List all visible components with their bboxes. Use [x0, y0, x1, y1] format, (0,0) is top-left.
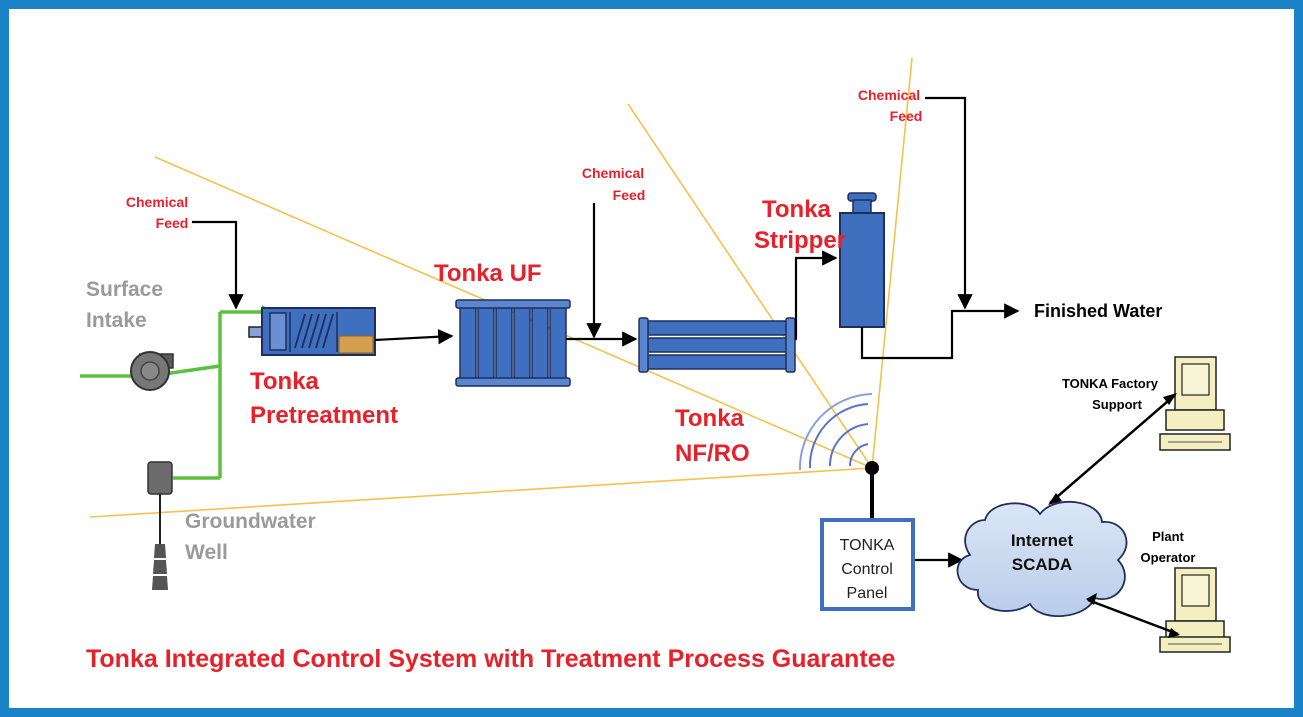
factory-support-computer-icon [1159, 356, 1231, 451]
factory-support-label-line1: TONKA Factory [1062, 376, 1159, 391]
flow-arrow-pretreat-uf [374, 329, 454, 345]
control-panel-label-line2: Control [841, 561, 893, 578]
cloud-label-line1: Internet [1011, 531, 1074, 550]
flow-arrow-nfro-stripper [794, 250, 838, 340]
uf-modules-icon [455, 299, 571, 387]
chemical-feed-3-label-line2: Feed [890, 108, 923, 124]
stripper-tower-icon [839, 192, 885, 328]
nfro-label-line2: NF/RO [675, 440, 750, 467]
control-panel-label-line1: TONKA [840, 537, 895, 554]
nfro-vessels-icon [638, 317, 796, 373]
groundwater-well-label-line2: Well [185, 541, 228, 564]
link-arrowhead-icon [1168, 628, 1180, 638]
chemical-feed-2-label-line1: Chemical [582, 165, 644, 181]
intake-pump-icon [130, 351, 174, 391]
stripper-label-line1: Tonka [762, 196, 832, 223]
antenna-node-icon [865, 461, 879, 475]
chemical-feed-2-label-line2: Feed [613, 187, 646, 203]
control-panel-box [820, 518, 915, 611]
plant-operator-label-line2: Operator [1141, 550, 1196, 565]
link-arrowhead-icon [1048, 493, 1062, 505]
stripper-label-line2: Stripper [754, 227, 846, 254]
beam-line-3 [871, 57, 913, 469]
finished-water-label: Finished Water [1034, 301, 1162, 321]
surface-intake-label-line2: Intake [86, 309, 147, 332]
groundwater-well-label-line1: Groundwater [185, 510, 316, 533]
chemical-feed-3-line [925, 96, 973, 310]
beam-line-2 [627, 103, 873, 469]
surface-intake-label-line1: Surface [86, 278, 163, 301]
pretreatment-label-line2: Pretreatment [250, 402, 398, 429]
plant-operator-computer-icon [1159, 567, 1231, 653]
chemical-feed-3-label-line1: Chemical [858, 87, 920, 103]
link-arrowhead-icon [1086, 593, 1097, 605]
beam-line-4 [89, 467, 873, 518]
control-panel-label-line3: Panel [847, 585, 888, 602]
intake-piping [80, 310, 262, 480]
plant-operator-label-line1: Plant [1152, 529, 1184, 544]
link-arrowhead-icon [1163, 393, 1177, 405]
pretreatment-label-line1: Tonka [250, 368, 320, 395]
pretreatment-unit-icon [248, 307, 376, 356]
network-links [1049, 394, 1179, 636]
wireless-beams [89, 57, 913, 518]
uf-label: Tonka UF [434, 260, 542, 287]
nfro-label-line1: Tonka [675, 405, 745, 432]
diagram-title: Tonka Integrated Control System with Tre… [86, 645, 896, 673]
flow-arrow-finished-water [860, 303, 1020, 360]
chemical-feed-1-label-line2: Feed [156, 215, 189, 231]
well-pump-icon [147, 461, 173, 590]
chemical-feed-1-label-line1: Chemical [126, 194, 188, 210]
factory-support-label-line2: Support [1092, 397, 1142, 412]
chemical-feed-1-line [192, 220, 244, 310]
cloud-label-line2: SCADA [1012, 555, 1072, 574]
wireless-signal-icon [798, 393, 873, 471]
